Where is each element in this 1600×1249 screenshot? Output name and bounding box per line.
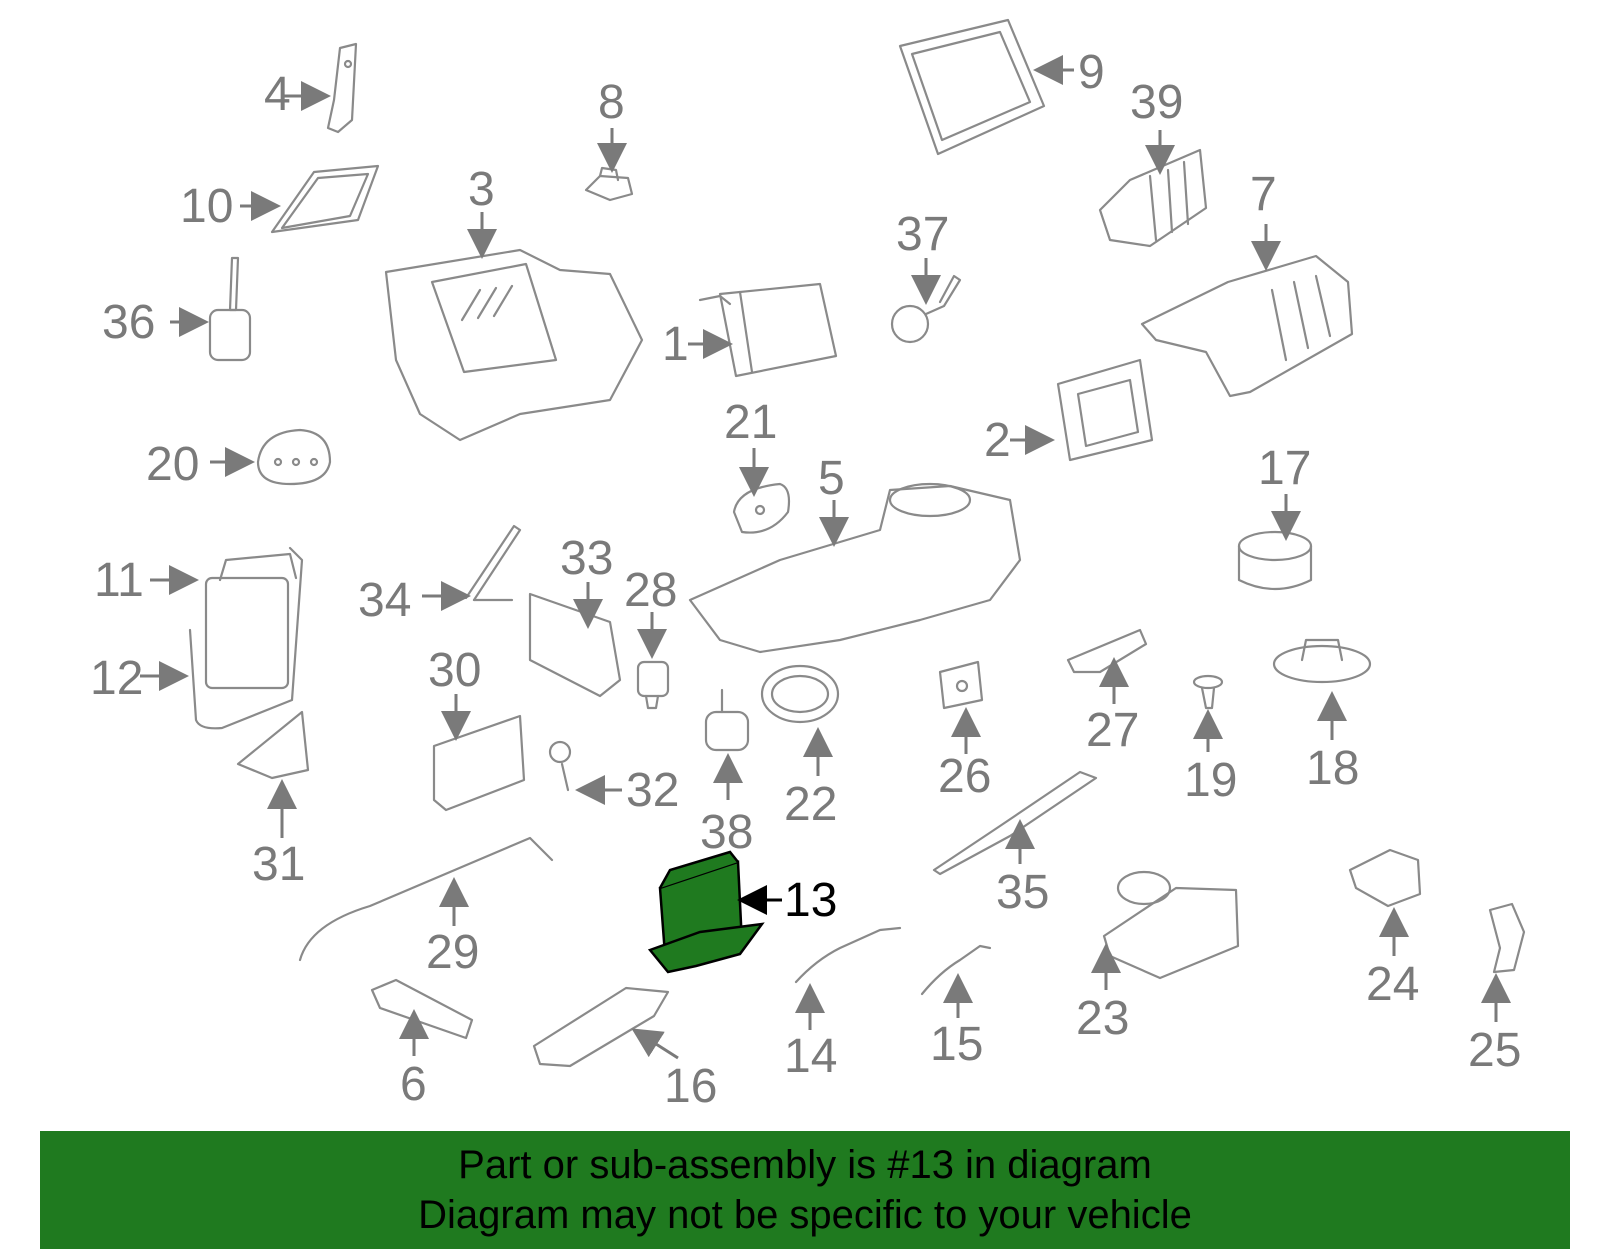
part-24-duct <box>1348 848 1422 908</box>
callout-6: 6 <box>400 1058 427 1111</box>
callout-25: 25 <box>1468 1024 1521 1077</box>
part-35-cable <box>932 770 1098 876</box>
part-27-bracket <box>1066 628 1148 674</box>
callout-14: 14 <box>784 1030 837 1083</box>
info-banner: Part or sub-assembly is #13 in diagram D… <box>40 1131 1570 1249</box>
part-23-case <box>1102 870 1240 980</box>
part-14-pipe <box>794 926 902 984</box>
callout-2: 2 <box>984 414 1011 467</box>
callout-31: 31 <box>252 838 305 891</box>
banner-line-1: Part or sub-assembly is #13 in diagram <box>458 1143 1152 1187</box>
part-3-case <box>384 248 644 442</box>
part-39-housing <box>1098 148 1208 248</box>
part-22-seal <box>760 664 840 724</box>
callout-28: 28 <box>624 564 677 617</box>
callout-7: 7 <box>1250 168 1277 221</box>
callout-arrows <box>140 55 1511 1060</box>
part-28-sensor <box>636 660 670 710</box>
part-20-seal <box>256 428 332 486</box>
callout-21: 21 <box>724 396 777 449</box>
part-8-sensor <box>584 166 634 202</box>
callout-9: 9 <box>1078 46 1105 99</box>
callout-11: 11 <box>94 554 144 607</box>
part-36-actuator <box>208 256 252 362</box>
part-38-actuator <box>704 688 750 752</box>
part-37-sensor <box>890 274 962 344</box>
part-7-duct <box>1140 254 1354 398</box>
callout-26: 26 <box>938 750 991 803</box>
part-31-bracket <box>236 710 310 780</box>
part-2-door <box>1056 358 1154 462</box>
banner-line-2: Diagram may not be specific to your vehi… <box>418 1193 1192 1237</box>
callout-19: 19 <box>1184 754 1237 807</box>
callout-20: 20 <box>146 438 199 491</box>
part-15-pipe <box>920 944 992 996</box>
part-34-cable <box>464 524 522 602</box>
callout-3: 3 <box>468 163 495 216</box>
part-5-case <box>688 482 1022 654</box>
callout-27: 27 <box>1086 704 1139 757</box>
callout-37: 37 <box>896 208 949 261</box>
part-29-harness <box>298 836 554 962</box>
callout-15: 15 <box>930 1018 983 1071</box>
callout-23: 23 <box>1076 992 1129 1045</box>
callout-29: 29 <box>426 926 479 979</box>
parts-diagram: 1 2 3 4 5 6 7 8 9 10 11 12 13 14 15 16 1… <box>90 18 1526 1113</box>
callout-33: 33 <box>560 532 613 585</box>
callout-30: 30 <box>428 644 481 697</box>
callout-17: 17 <box>1258 442 1311 495</box>
callout-34: 34 <box>358 574 411 627</box>
part-18-motor <box>1272 638 1372 684</box>
callout-35: 35 <box>996 866 1049 919</box>
part-11-core <box>204 552 298 690</box>
callout-1: 1 <box>662 318 689 371</box>
part-4-bracket <box>326 42 358 134</box>
part-25-bracket <box>1488 902 1526 974</box>
part-9-filter <box>898 18 1046 156</box>
callout-12: 12 <box>90 652 143 705</box>
callout-39: 39 <box>1130 76 1183 129</box>
part-13-module <box>647 850 765 974</box>
callout-labels: 1 2 3 4 5 6 7 8 9 10 11 12 13 14 15 16 1… <box>90 46 1521 1113</box>
callout-32: 32 <box>626 764 679 817</box>
callout-8: 8 <box>598 76 625 129</box>
part-30-module <box>432 714 526 812</box>
part-6-bracket <box>370 978 474 1040</box>
callout-4: 4 <box>264 68 291 121</box>
part-17-wheel <box>1237 530 1313 590</box>
part-16-door <box>532 986 670 1068</box>
callout-5: 5 <box>818 452 845 505</box>
callout-24: 24 <box>1366 958 1419 1011</box>
part-33-module <box>528 592 622 698</box>
part-1-evaporator <box>698 282 838 378</box>
part-26-bracket <box>938 660 984 710</box>
callout-38: 38 <box>700 806 753 859</box>
callout-22: 22 <box>784 778 837 831</box>
part-19-clip <box>1192 674 1224 710</box>
callout-13: 13 <box>784 874 837 927</box>
callout-18: 18 <box>1306 742 1359 795</box>
callout-16: 16 <box>664 1060 717 1113</box>
callout-36: 36 <box>102 296 155 349</box>
part-21-seal <box>732 482 791 534</box>
part-12-seal <box>188 546 304 730</box>
callout-10: 10 <box>180 180 233 233</box>
part-10-filter <box>270 164 380 234</box>
part-32-sensor <box>548 740 572 792</box>
